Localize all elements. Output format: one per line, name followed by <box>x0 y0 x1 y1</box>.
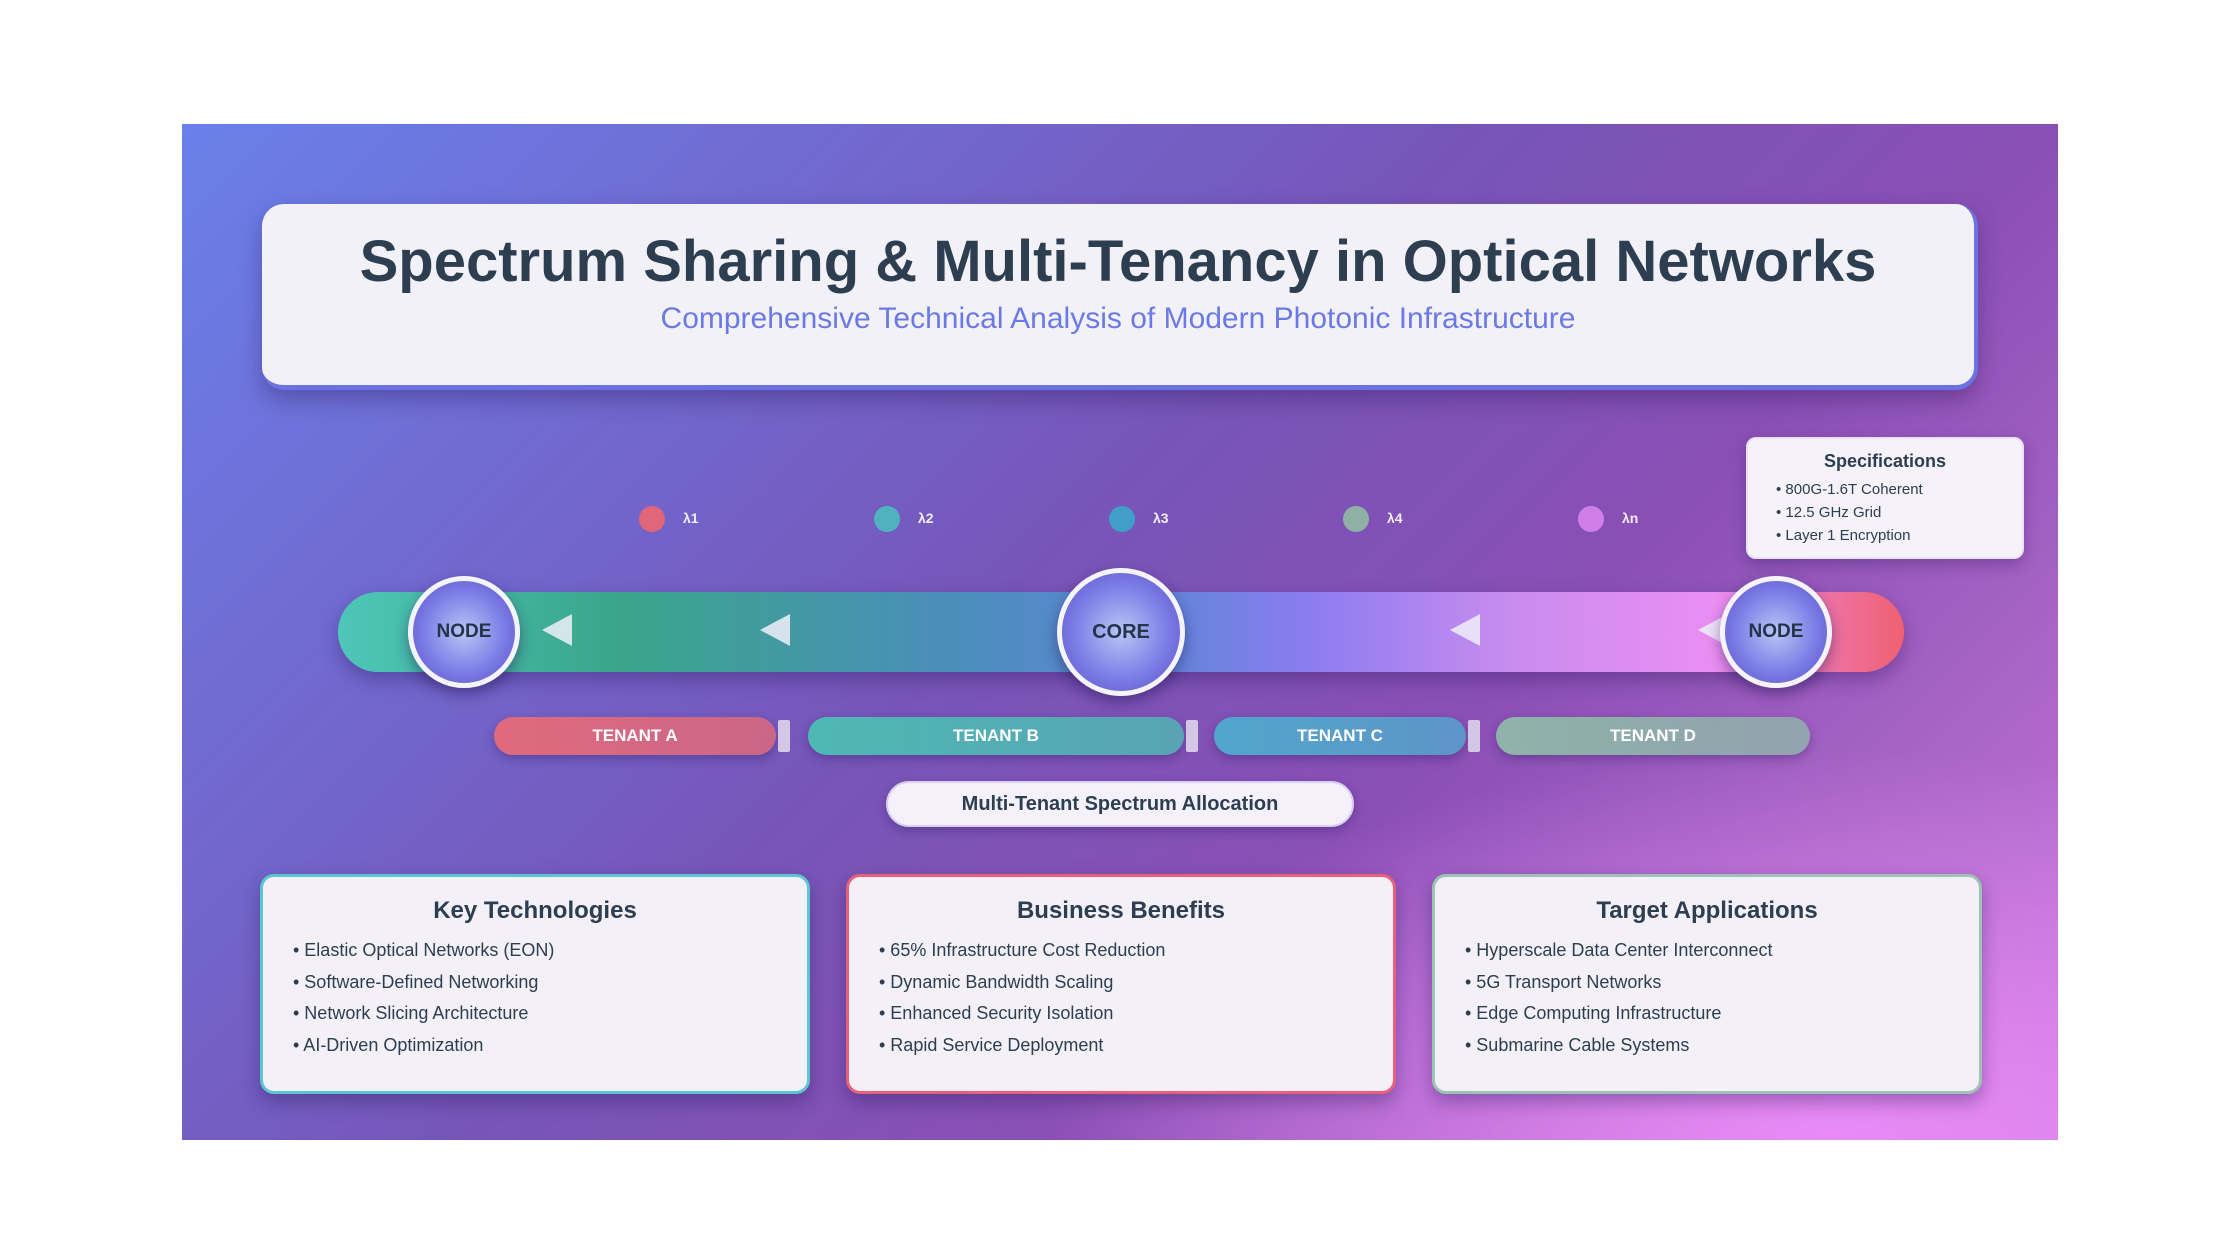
wavelength-label: λ1 <box>683 510 699 526</box>
diagram-canvas: Spectrum Sharing & Multi-Tenancy in Opti… <box>182 124 2058 1140</box>
wavelength-label: λn <box>1622 510 1639 526</box>
card-item: • AI-Driven Optimization <box>293 1034 484 1055</box>
tenant-d-segment: TENANT D <box>1496 717 1810 755</box>
wavelength-dot <box>874 506 900 532</box>
page-title: Spectrum Sharing & Multi-Tenancy in Opti… <box>359 229 1877 294</box>
wavelength-dot <box>1109 506 1135 532</box>
title-card: Spectrum Sharing & Multi-Tenancy in Opti… <box>262 204 1978 390</box>
node-right: NODE <box>1720 576 1832 688</box>
wavelength-label: λ2 <box>918 510 934 526</box>
page-subtitle: Comprehensive Technical Analysis of Mode… <box>660 302 1576 335</box>
card-title: Key Technologies <box>433 897 637 924</box>
node-left: NODE <box>408 576 520 688</box>
wavelength-label: λ4 <box>1387 510 1403 526</box>
card-item: • 5G Transport Networks <box>1465 971 1662 992</box>
node-core: CORE <box>1057 568 1185 696</box>
card-item: • Rapid Service Deployment <box>879 1034 1104 1055</box>
card-item: • Hyperscale Data Center Interconnect <box>1465 940 1773 960</box>
wavelength-dot <box>639 506 665 532</box>
card-item: • Software-Defined Networking <box>293 971 539 992</box>
allocation-label: Multi-Tenant Spectrum Allocation <box>886 781 1354 827</box>
card-item: • 65% Infrastructure Cost Reduction <box>879 940 1166 960</box>
flow-arrow-icon <box>542 614 572 646</box>
card-item: • Enhanced Security Isolation <box>879 1003 1114 1023</box>
spec-item: • 12.5 GHz Grid <box>1776 504 1882 521</box>
card-item: • Elastic Optical Networks (EON) <box>293 940 555 960</box>
specifications-title: Specifications <box>1823 451 1947 471</box>
spec-item: • Layer 1 Encryption <box>1776 527 1911 544</box>
business-benefits-card: Business Benefits • 65% Infrastructure C… <box>846 874 1396 1094</box>
guard-band <box>778 720 790 752</box>
card-item: • Dynamic Bandwidth Scaling <box>879 971 1114 992</box>
guard-band <box>1468 720 1480 752</box>
specifications-box: Specifications • 800G-1.6T Coherent • 12… <box>1746 437 2024 559</box>
guard-band <box>1186 720 1198 752</box>
card-title: Business Benefits <box>1016 897 1226 924</box>
tenant-a-segment: TENANT A <box>494 717 776 755</box>
wavelength-label: λ3 <box>1153 510 1169 526</box>
target-applications-card: Target Applications • Hyperscale Data Ce… <box>1432 874 1982 1094</box>
card-item: • Network Slicing Architecture <box>293 1003 529 1023</box>
flow-arrow-icon <box>760 614 790 646</box>
spec-item: • 800G-1.6T Coherent <box>1776 481 1923 498</box>
tenant-c-segment: TENANT C <box>1214 717 1466 755</box>
wavelength-dot <box>1578 506 1604 532</box>
flow-arrow-icon <box>1450 614 1480 646</box>
tenant-b-segment: TENANT B <box>808 717 1184 755</box>
card-title: Target Applications <box>1596 897 1818 924</box>
key-technologies-card: Key Technologies • Elastic Optical Netwo… <box>260 874 810 1094</box>
card-item: • Edge Computing Infrastructure <box>1465 1003 1722 1023</box>
wavelength-dot <box>1343 506 1369 532</box>
card-item: • Submarine Cable Systems <box>1465 1034 1690 1055</box>
